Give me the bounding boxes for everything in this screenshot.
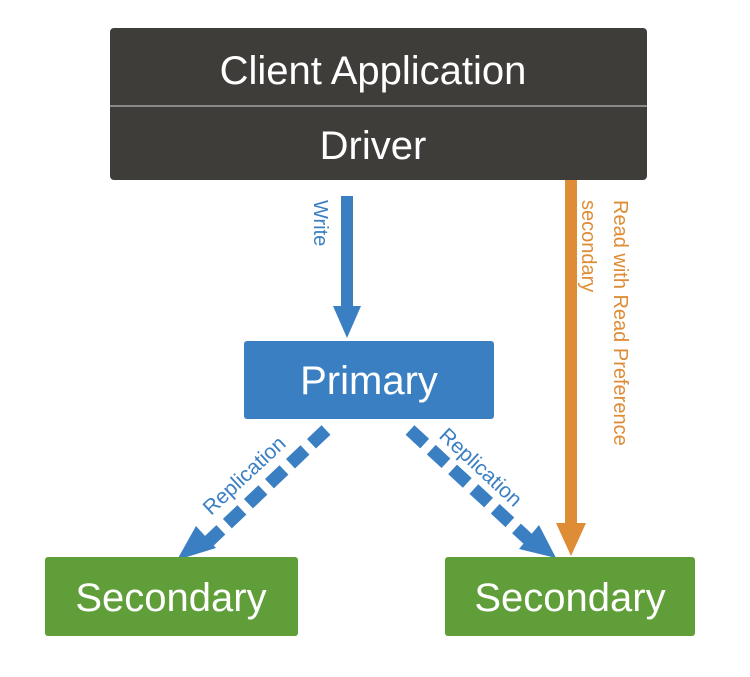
client-block: Client Application Driver [110, 28, 647, 180]
driver-label: Driver [320, 124, 427, 168]
client-application-label: Client Application [220, 49, 527, 93]
write-label: Write [309, 200, 331, 246]
read-label-line1: Read with Read Preference [609, 200, 631, 446]
primary-node: Primary [244, 341, 494, 419]
secondary-left-label: Secondary [75, 576, 266, 620]
read-label-line2: secondary [577, 200, 599, 292]
secondary-left-box [45, 557, 298, 636]
write-arrow-head [333, 306, 361, 338]
secondary-right-label: Secondary [474, 576, 665, 620]
read-arrow-head [556, 523, 586, 556]
secondary-right-box [445, 557, 695, 636]
replication-arrow-left: Replication [177, 425, 331, 560]
client-application-box [110, 28, 647, 180]
read-arrow-shaft [565, 180, 577, 525]
read-arrow: Read with Read Preference secondary [556, 180, 631, 556]
replication-left-arrowhead [177, 526, 216, 560]
secondary-node-right: Secondary [445, 557, 695, 636]
write-arrow-shaft [341, 196, 353, 308]
primary-box [244, 341, 494, 419]
write-arrow: Write [309, 196, 361, 338]
primary-label: Primary [300, 359, 438, 403]
replication-arrow-right: Replication [405, 424, 556, 558]
replication-right-arrowhead [519, 525, 556, 558]
secondary-node-left: Secondary [45, 557, 298, 636]
replication-right-line [405, 425, 534, 545]
